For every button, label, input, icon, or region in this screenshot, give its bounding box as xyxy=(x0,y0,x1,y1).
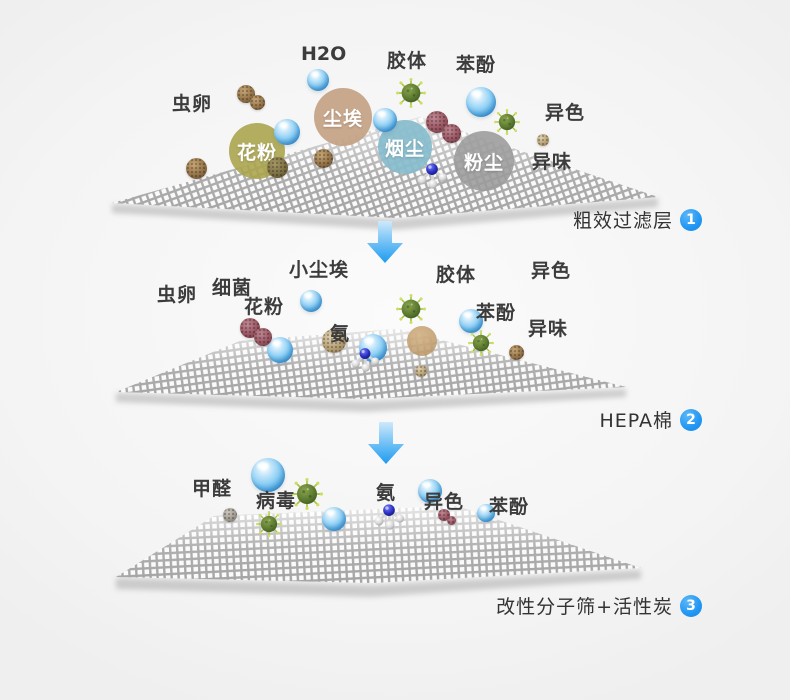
particle-label: 病毒 xyxy=(256,490,297,512)
formaldehyde-particle xyxy=(223,508,237,522)
particle-label: 花粉 xyxy=(244,296,285,318)
pollen-bubble-label: 花粉 xyxy=(236,141,277,164)
layer-badge: 2 xyxy=(680,408,702,431)
layer-caption-3: 改性分子筛+活性炭 3 xyxy=(496,592,702,619)
particle-label: 细菌 xyxy=(212,277,253,299)
water-sphere xyxy=(373,108,397,132)
ammonia-particle xyxy=(322,329,346,353)
dust-particle xyxy=(415,365,427,377)
ammonia-molecule-icon xyxy=(349,345,381,373)
bacteria-particle xyxy=(254,328,272,346)
water-sphere xyxy=(267,337,293,363)
dust-particle xyxy=(186,158,207,179)
virus-icon xyxy=(396,78,426,108)
down-arrow-icon xyxy=(367,221,403,263)
layer-caption-text: HEPA棉 xyxy=(599,410,673,432)
virus-icon xyxy=(468,330,494,356)
colloid-particle xyxy=(407,326,437,356)
particle-label: 异味 xyxy=(532,151,573,173)
layer-badge: 3 xyxy=(680,594,702,617)
particle-label: 异色 xyxy=(531,260,572,282)
particle-label: 小尘埃 xyxy=(289,259,350,281)
particle-label: 甲醛 xyxy=(192,478,233,500)
particle-label: 胶体 xyxy=(436,264,477,286)
water-sphere xyxy=(274,119,300,145)
virus-icon xyxy=(494,109,520,135)
layer-caption-text: 粗效过滤层 xyxy=(572,210,673,232)
powder-bubble: 粉尘 xyxy=(454,131,514,191)
color-particle xyxy=(447,516,456,525)
dust-bubble-label: 尘埃 xyxy=(322,107,363,130)
carbon-mesh xyxy=(116,506,641,597)
particle-label: 异色 xyxy=(545,102,586,124)
particle-label: 氨 xyxy=(376,482,397,504)
particle-label: 胶体 xyxy=(387,50,428,72)
particle-label: 氨 xyxy=(330,323,351,345)
layer-caption-2: HEPA棉 2 xyxy=(599,406,702,433)
layer-caption-text: 改性分子筛+活性炭 xyxy=(496,596,673,618)
odor-particle xyxy=(537,134,549,146)
hepa-mesh xyxy=(116,329,626,412)
ammonia-molecule-icon xyxy=(415,160,449,190)
water-sphere xyxy=(477,504,495,522)
water-sphere xyxy=(466,87,496,117)
layer-badge: 1 xyxy=(680,208,702,231)
particle-label: 苯酚 xyxy=(476,302,517,324)
particle-label: 虫卵 xyxy=(172,93,213,115)
particle-label: 苯酚 xyxy=(456,54,497,76)
particle-label: 虫卵 xyxy=(157,284,198,306)
bacteria-particle xyxy=(442,124,461,143)
water-sphere xyxy=(322,507,346,531)
dust-particle xyxy=(267,157,288,178)
water-sphere xyxy=(459,309,483,333)
particle-label: 异味 xyxy=(528,318,569,340)
water-sphere xyxy=(300,290,322,312)
powder-bubble-label: 粉尘 xyxy=(463,151,504,174)
egg-particle xyxy=(250,95,265,110)
water-sphere xyxy=(418,479,442,503)
water-sphere xyxy=(251,458,285,492)
odor-particle xyxy=(509,345,524,360)
virus-icon xyxy=(256,511,282,537)
dust-bubble: 尘埃 xyxy=(314,88,372,146)
down-arrow-icon xyxy=(368,422,404,464)
layer-caption-1: 粗效过滤层 1 xyxy=(573,206,702,233)
particle-label: H2O xyxy=(301,43,347,65)
dust-particle xyxy=(314,149,333,168)
ammonia-molecule-icon xyxy=(372,501,406,531)
virus-icon xyxy=(396,294,426,324)
particle-label: 苯酚 xyxy=(489,496,530,518)
smoke-bubble-label: 烟尘 xyxy=(384,137,425,160)
particle-label: 异色 xyxy=(424,491,465,513)
water-sphere xyxy=(307,69,329,91)
